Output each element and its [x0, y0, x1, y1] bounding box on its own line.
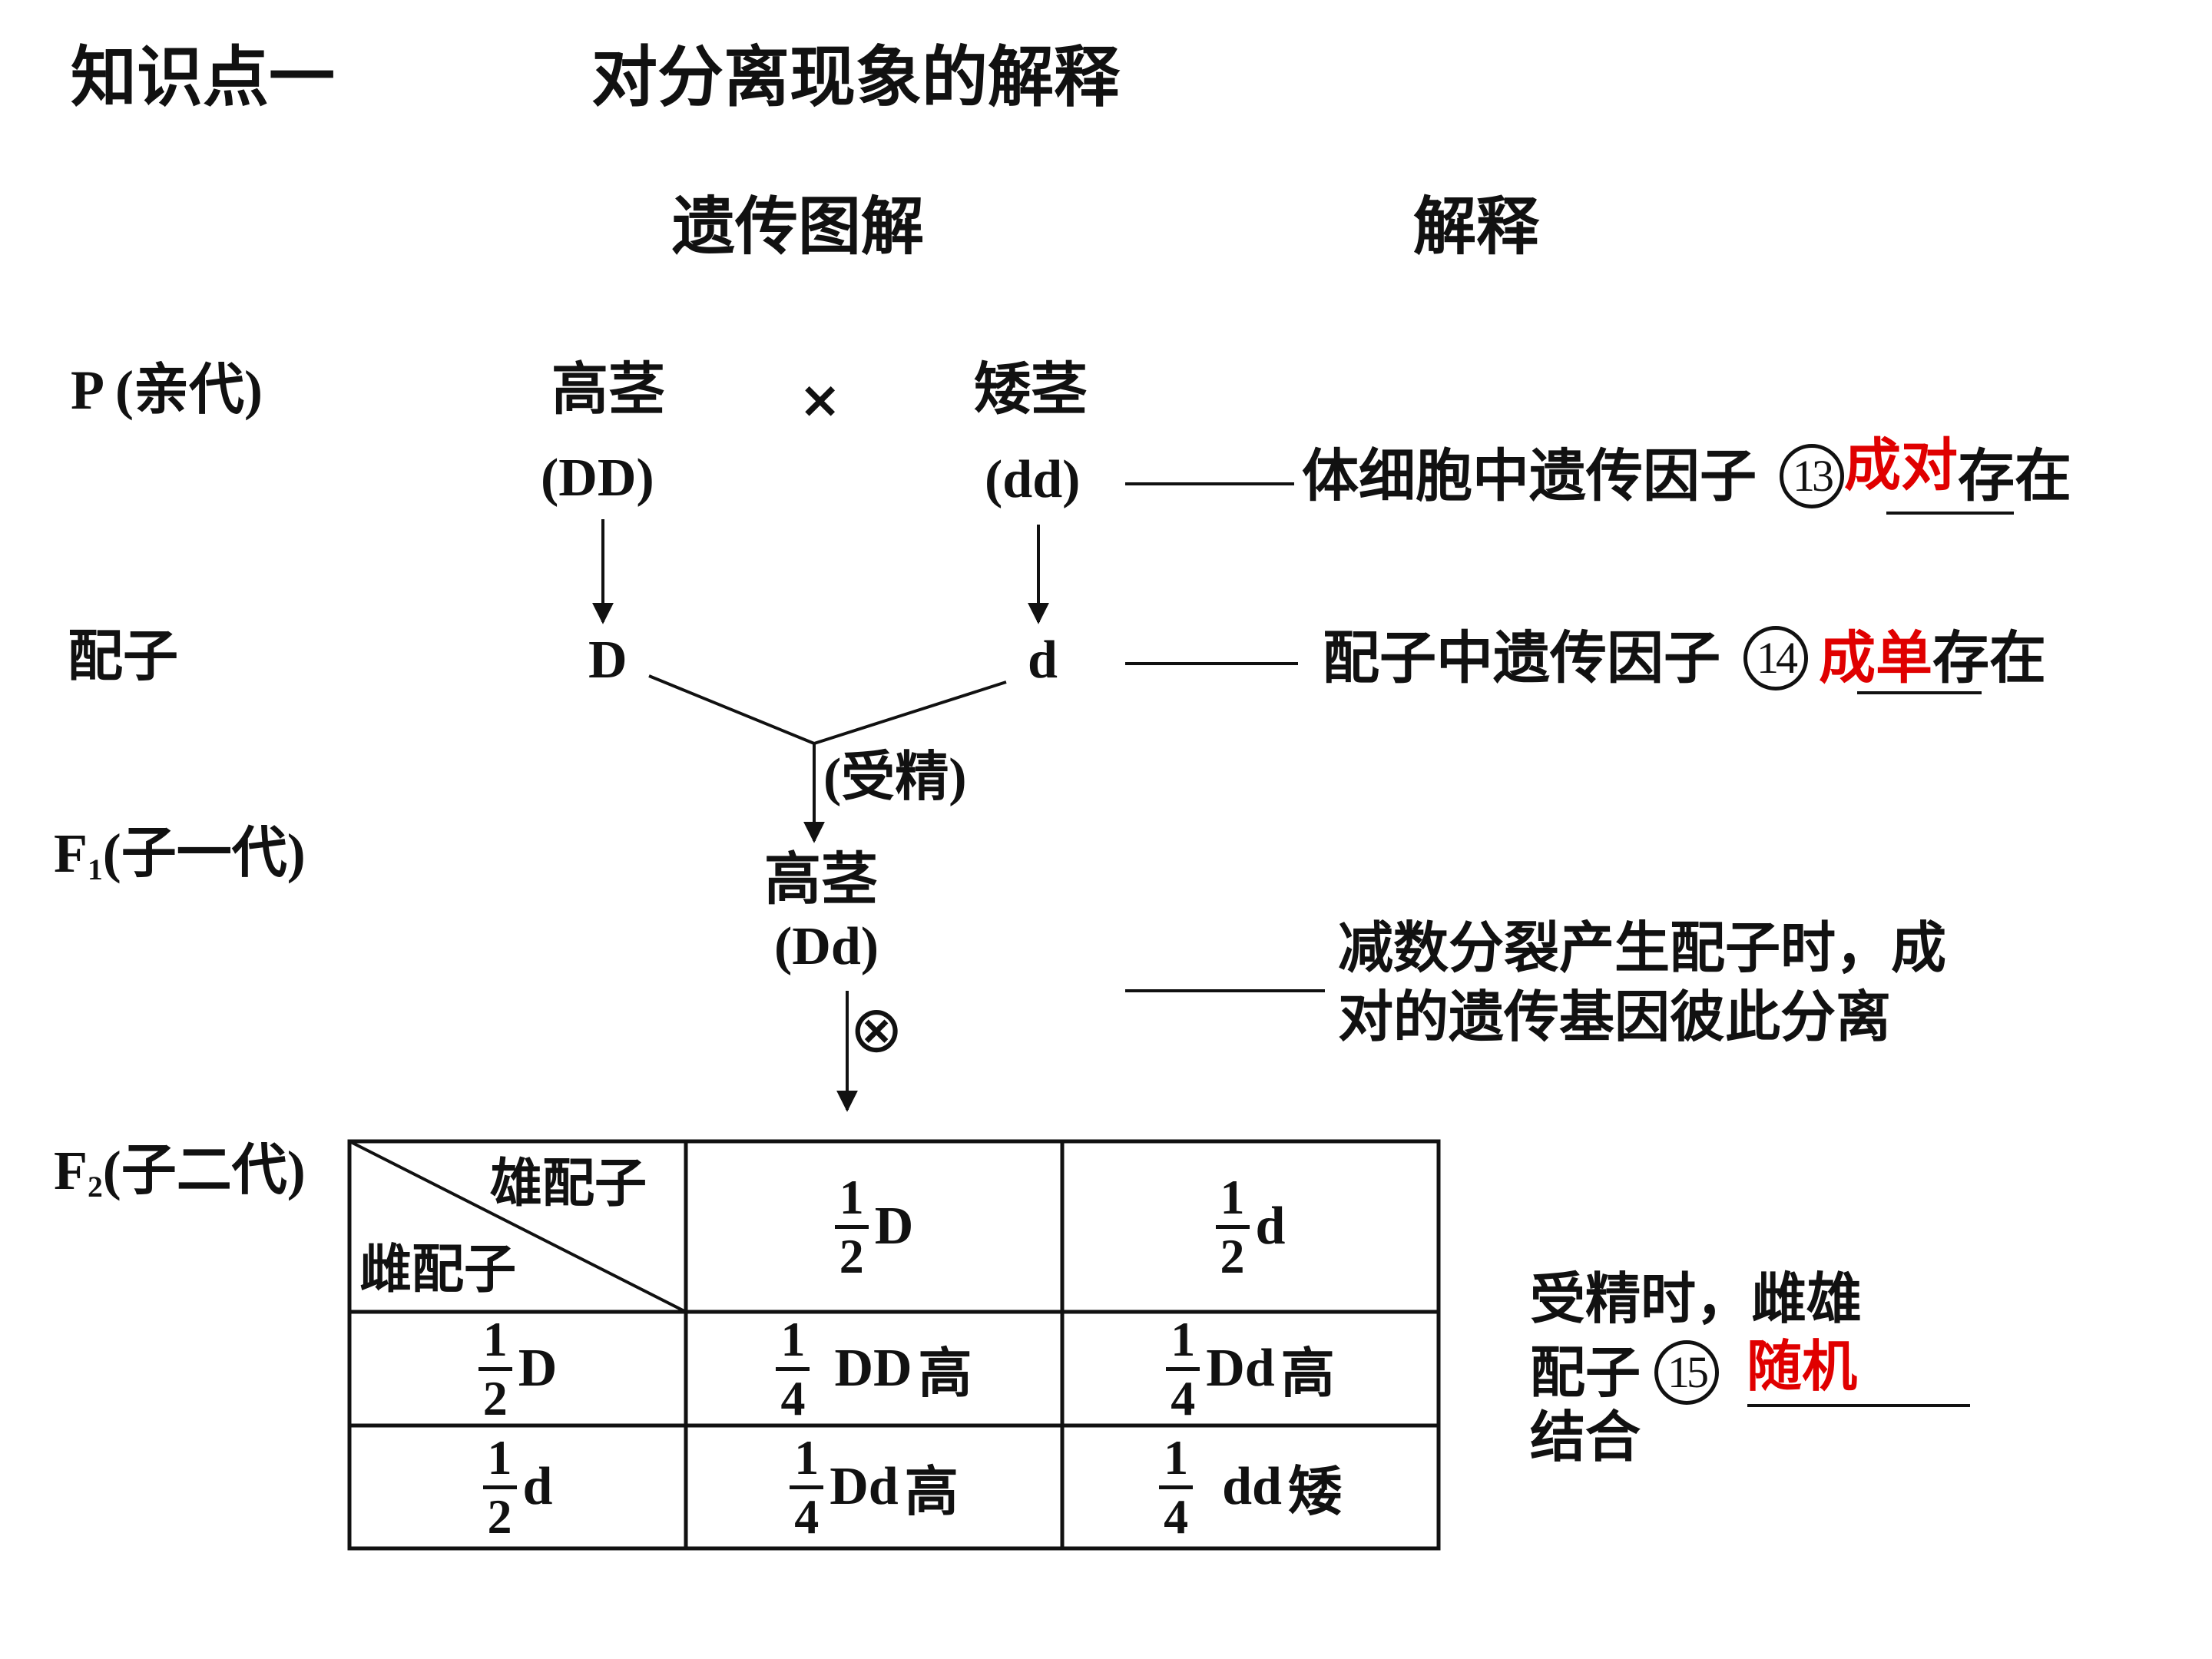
- answer-13: 成对: [1844, 432, 1958, 498]
- parent-short-genotype: (dd): [985, 450, 1081, 509]
- fertilization-label: (受精): [823, 748, 967, 807]
- row-label-f2: F2(子二代): [54, 1140, 306, 1204]
- blank-number-13: 13: [1780, 444, 1844, 508]
- male-gamete-header: 雄配子: [490, 1154, 647, 1214]
- explanation-column-header: 解释: [1413, 190, 1540, 263]
- explanation-15-line3: 结合: [1530, 1405, 1641, 1469]
- parent-short-phenotype: 矮茎: [974, 356, 1088, 422]
- explanation-13: 体细胞中遗传因子 13 成对 存在: [1302, 432, 2071, 509]
- explanation-15-line2: 配子 15 随机: [1530, 1334, 1858, 1405]
- gamete-d: d: [1028, 631, 1058, 690]
- selfing-symbol: ⊗: [849, 992, 904, 1067]
- meiosis-explanation-line2: 对的遗传基因彼此分离: [1338, 985, 1892, 1049]
- section-title: 对分离现象的解释: [591, 39, 1120, 116]
- f1-phenotype: 高茎: [764, 846, 878, 912]
- parent-tall-genotype: (DD): [541, 449, 654, 508]
- section-label: 知识点一: [71, 39, 335, 116]
- join-line-D: [648, 674, 815, 745]
- gamete-D: D: [588, 631, 628, 690]
- explanation-14: 配子中遗传因子 14 成单 存在: [1323, 625, 2046, 691]
- row-label-f1: F1(子一代): [54, 823, 306, 886]
- parent-tall-phenotype: 高茎: [551, 356, 665, 422]
- blank-number-15: 15: [1654, 1340, 1720, 1405]
- row-label-gametes: 配子: [68, 624, 179, 688]
- diagram-column-header: 遗传图解: [672, 190, 925, 263]
- meiosis-explanation-line1: 减数分裂产生配子时，成: [1338, 916, 1947, 980]
- row-label-parents: P (亲代): [71, 359, 263, 421]
- blank-number-14: 14: [1743, 626, 1808, 690]
- cross-symbol: ×: [799, 370, 842, 429]
- join-line-d: [813, 680, 1007, 745]
- answer-15: 随机: [1747, 1334, 1858, 1399]
- f1-genotype: (Dd): [774, 917, 879, 976]
- answer-14: 成单: [1819, 625, 1932, 691]
- explanation-15-line1: 受精时，雌雄: [1530, 1267, 1863, 1331]
- punnett-grid: [347, 1139, 1441, 1551]
- female-gamete-header: 雌配子: [359, 1240, 517, 1300]
